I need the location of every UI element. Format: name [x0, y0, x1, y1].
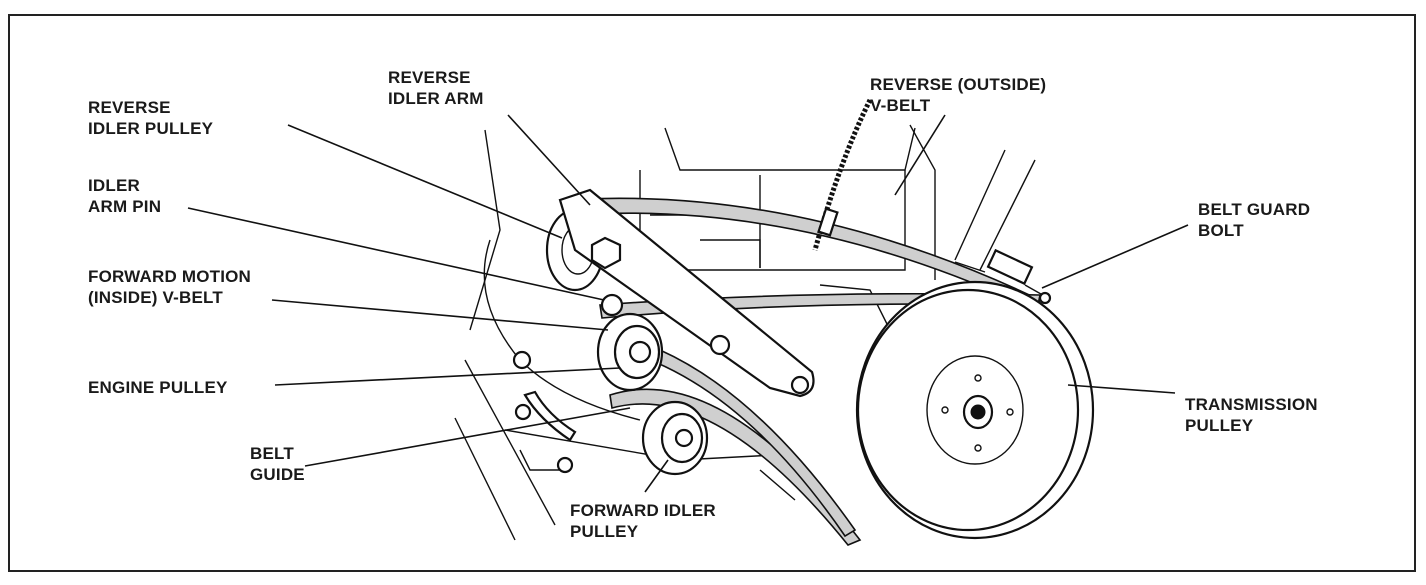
reverse-idler-arm	[558, 188, 815, 398]
label-reverse-outside-vbelt: REVERSE (OUTSIDE) V-BELT	[870, 75, 1047, 115]
belt-guide-bracket	[512, 350, 577, 474]
leader-forward-motion-vbelt	[271, 299, 609, 331]
engine-pulley	[596, 312, 664, 392]
leader-lines	[187, 114, 1189, 493]
leader-belt-guide	[304, 407, 631, 467]
belt-guard-bolt	[986, 248, 1052, 305]
leader-idler-arm-pin	[187, 207, 605, 301]
label-reverse-idler-arm: REVERSE IDLER ARM	[388, 68, 484, 108]
label-reverse-idler-pulley: REVERSE IDLER PULLEY	[88, 98, 214, 138]
leader-reverse-outside-vbelt	[894, 114, 946, 196]
forward-idler-pulley	[641, 400, 709, 476]
label-engine-pulley: ENGINE PULLEY	[88, 378, 228, 397]
leader-forward-idler-pulley	[644, 459, 669, 493]
leader-reverse-idler-arm	[507, 114, 591, 206]
idler-arm-pin	[600, 293, 624, 317]
label-belt-guide: BELT GUIDE	[250, 444, 305, 484]
leader-reverse-idler-pulley	[287, 124, 563, 239]
leader-engine-pulley	[274, 367, 621, 386]
transmission-pulley	[855, 280, 1095, 540]
label-forward-idler-pulley: FORWARD IDLER PULLEY	[570, 501, 716, 541]
shift-cable	[812, 98, 873, 251]
label-idler-arm-pin: IDLER ARM PIN	[88, 176, 162, 216]
leader-transmission-pulley	[1067, 384, 1176, 394]
label-forward-motion-vbelt: FORWARD MOTION (INSIDE) V-BELT	[88, 267, 252, 307]
label-belt-guard-bolt: BELT GUARD BOLT	[1198, 200, 1311, 240]
leader-belt-guard-bolt	[1041, 224, 1189, 289]
label-transmission-pulley: TRANSMISSION PULLEY	[1185, 395, 1318, 435]
engine-housing	[469, 124, 1036, 421]
